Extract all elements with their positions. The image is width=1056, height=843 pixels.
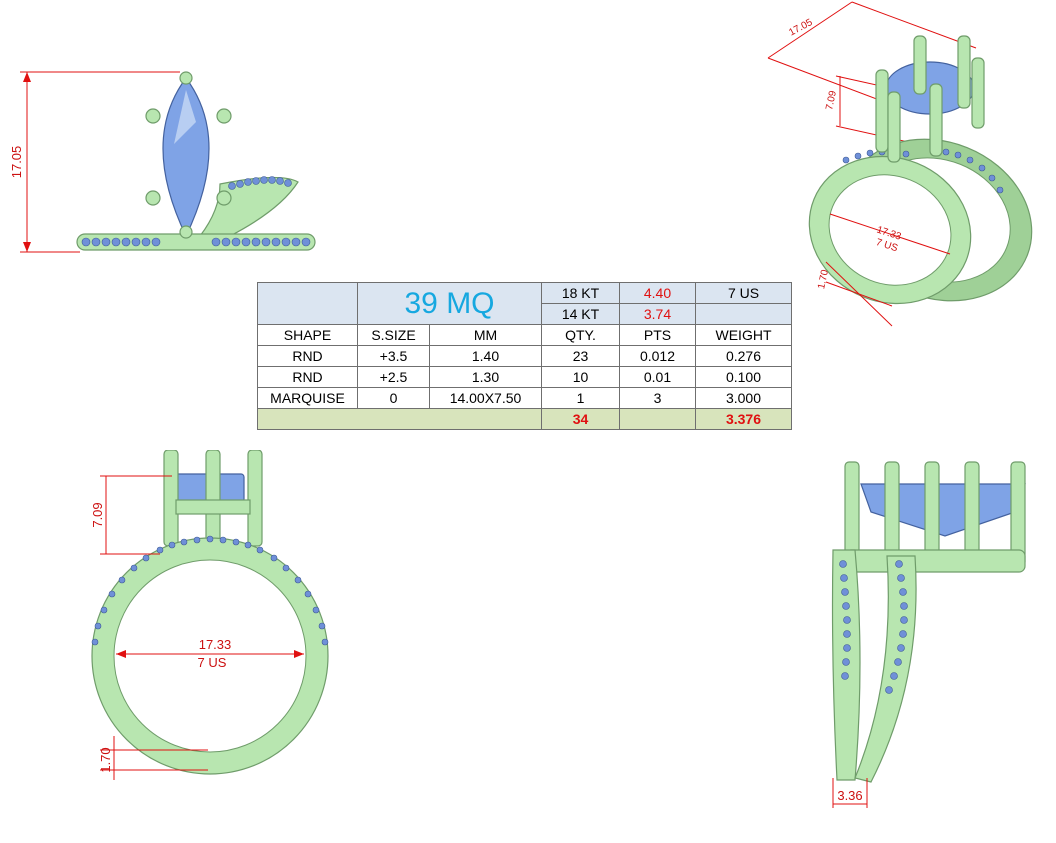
table-cell: 0.01 <box>619 366 696 388</box>
spec-table: 39 MQ 18 KT 4.40 7 US 14 KT 3.74 SHAPE S… <box>257 282 792 430</box>
table-row: RND +3.5 1.40 23 0.012 0.276 <box>257 345 792 367</box>
table-cell: 23 <box>541 345 620 367</box>
front-band-label: 1.70 <box>98 747 113 772</box>
header-cell: SHAPE <box>257 324 358 346</box>
iso-band-label: 1.70 <box>816 268 831 290</box>
metal-karat-18: 18 KT <box>541 282 620 304</box>
table-cell: 10 <box>541 366 620 388</box>
table-cell: 0.012 <box>619 345 696 367</box>
side-pave-stones <box>839 560 908 694</box>
side-width-label: 3.36 <box>837 788 862 803</box>
pave-stones-lower <box>81 237 311 247</box>
table-cell: MARQUISE <box>257 387 358 409</box>
table-cell: 0.276 <box>695 345 792 367</box>
metal-karat-14: 14 KT <box>541 303 620 325</box>
table-cell: 3.000 <box>695 387 792 409</box>
iso-length-label: 17.05 <box>787 17 815 39</box>
table-cell: 1.40 <box>429 345 542 367</box>
front-height-label: 7.09 <box>90 502 105 527</box>
isometric-view: 17.05 7.09 17.33 7 US 1.70 <box>767 1 1033 327</box>
totals-row: 34 3.376 <box>257 408 792 430</box>
table-row: RND +2.5 1.30 10 0.01 0.100 <box>257 366 792 388</box>
table-cell: 0 <box>357 387 430 409</box>
iso-height-label: 7.09 <box>824 89 839 111</box>
table-cell: RND <box>257 366 358 388</box>
table-cell: +2.5 <box>357 366 430 388</box>
spec-blank-cell <box>257 282 358 325</box>
table-cell: 3 <box>619 387 696 409</box>
header-cell: WEIGHT <box>695 324 792 346</box>
header-cell: MM <box>429 324 542 346</box>
front-inner-label: 17.33 <box>199 637 232 652</box>
total-weight: 3.376 <box>695 408 792 430</box>
pave-stones-upper <box>228 176 292 190</box>
table-row: MARQUISE 0 14.00X7.50 1 3 3.000 <box>257 387 792 409</box>
top-view: 17.05 <box>9 71 316 253</box>
total-qty: 34 <box>541 408 620 430</box>
table-cell: 1 <box>541 387 620 409</box>
iso-pave-stones <box>842 148 1004 194</box>
header-cell: QTY. <box>541 324 620 346</box>
table-cell: RND <box>257 345 358 367</box>
header-cell: S.SIZE <box>357 324 430 346</box>
front-pave-stones <box>91 535 329 646</box>
ring-size: 7 US <box>695 282 792 304</box>
design-title: 39 MQ <box>357 282 542 325</box>
table-cell: +3.5 <box>357 345 430 367</box>
table-cell: 1.30 <box>429 366 542 388</box>
metal-weight-14: 3.74 <box>619 303 696 325</box>
front-size-label: 7 US <box>198 655 227 670</box>
table-cell: 0.100 <box>695 366 792 388</box>
totals-blank <box>257 408 542 430</box>
top-height-label: 17.05 <box>9 146 24 179</box>
totals-blank-pts <box>619 408 696 430</box>
header-row: SHAPE S.SIZE MM QTY. PTS WEIGHT <box>257 324 792 346</box>
table-cell: 14.00X7.50 <box>429 387 542 409</box>
side-view: 3.36 <box>831 461 1026 808</box>
ring-size-empty <box>695 303 792 325</box>
front-view: 7.09 17.33 7 US 1.70 <box>90 450 329 780</box>
metal-weight-18: 4.40 <box>619 282 696 304</box>
header-cell: PTS <box>619 324 696 346</box>
